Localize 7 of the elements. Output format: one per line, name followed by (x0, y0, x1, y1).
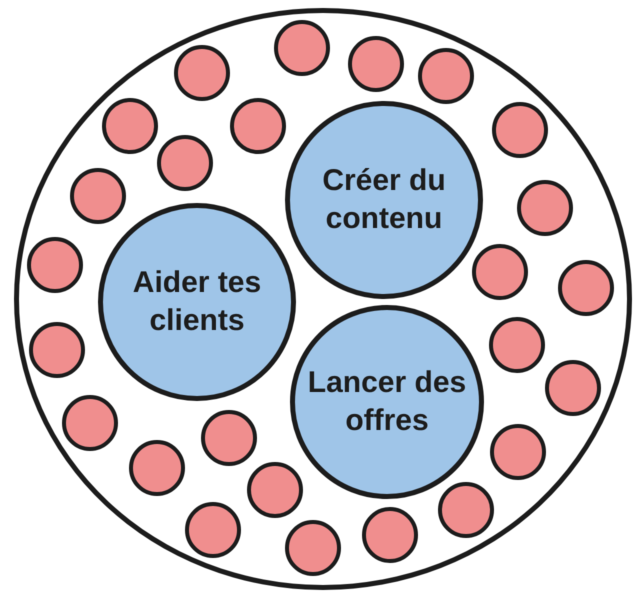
dot-icon (418, 48, 474, 104)
dot-icon (438, 482, 494, 538)
topic-label: Lancer des offres (307, 365, 467, 439)
dot-icon (185, 502, 241, 558)
dot-icon (102, 98, 158, 154)
topic-label: Aider tes clients (132, 265, 262, 339)
topic-label: Créer du contenu (321, 163, 447, 237)
